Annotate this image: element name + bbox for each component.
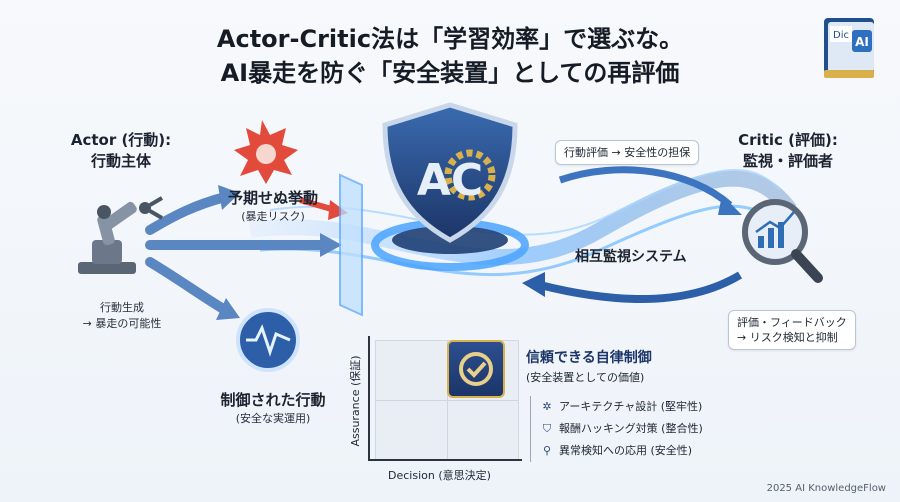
controlled-action-label: 制御された行動 (安全な実運用) bbox=[220, 391, 326, 425]
arrow-to-unexpected bbox=[145, 192, 230, 235]
risk-arrow-head bbox=[328, 200, 348, 220]
trust-title: 信頼できる自律制御 bbox=[526, 350, 652, 366]
explosion-icon bbox=[234, 120, 298, 184]
check-icon bbox=[459, 352, 493, 386]
pulse-icon bbox=[236, 308, 300, 372]
list-item: ⛉報酬ハッキング対策 (整合性) bbox=[539, 418, 703, 440]
arrow-to-critic bbox=[558, 166, 733, 208]
network-icon: ✲ bbox=[542, 400, 552, 413]
chart-x-axis bbox=[368, 459, 522, 461]
actor-title: Actor (行動): 行動主体 bbox=[70, 131, 172, 170]
page-title: Actor-Critic法は「学習効率」で選ぶな。 AI暴走を防ぐ「安全装置」と… bbox=[120, 22, 780, 90]
shield-text: AC bbox=[417, 155, 483, 206]
safety-assurance-pill: 行動評価 → 安全性の担保 bbox=[555, 140, 700, 165]
check-badge-icon bbox=[447, 340, 505, 398]
unexpected-behavior-label: 予期せぬ挙動 (暴走リスク) bbox=[227, 189, 318, 223]
glass-barrier bbox=[339, 173, 363, 317]
shield-icon: AC bbox=[382, 102, 518, 243]
dictionary-book-icon: Dic AI bbox=[824, 18, 874, 78]
feature-list: ✲アーキテクチャ設計 (堅牢性) ⛉報酬ハッキング対策 (整合性) ⚲異常検知へ… bbox=[530, 396, 703, 462]
dic-label: Dic bbox=[833, 30, 849, 41]
feedback-pill: 評価・フィードバック → リスク検知と抑制 bbox=[728, 310, 856, 350]
title-line-2: AI暴走を防ぐ「安全装置」としての再評価 bbox=[220, 59, 680, 87]
risk-arrow bbox=[299, 197, 336, 213]
feedback-arrow-head bbox=[522, 272, 545, 297]
arrow-head-shield bbox=[320, 233, 342, 257]
arrow-head-critic bbox=[718, 195, 742, 215]
chart-y-axis-label: Assurance (保証) bbox=[349, 355, 362, 447]
mutual-monitoring-label: 相互監視システム bbox=[575, 249, 687, 265]
chart-x-axis-label: Decision (意思決定) bbox=[388, 469, 491, 482]
title-line-1: Actor-Critic法は「学習効率」で選ぶな。 bbox=[216, 25, 684, 53]
arrow-head-unexpected bbox=[218, 185, 240, 210]
arrow-head-controlled bbox=[216, 298, 240, 320]
ai-label: AI bbox=[855, 35, 869, 49]
robot-arm-icon bbox=[78, 196, 164, 274]
chart-y-axis bbox=[368, 336, 370, 460]
footer-credit: 2025 AI KnowledgeFlow bbox=[766, 483, 886, 494]
trust-subtitle: (安全装置としての価値) bbox=[526, 371, 645, 384]
magnifier-icon: ⚲ bbox=[542, 444, 552, 457]
magnifier-chart-icon bbox=[742, 199, 823, 283]
trust-section: 信頼できる自律制御 (安全装置としての価値) bbox=[526, 347, 652, 385]
list-item: ✲アーキテクチャ設計 (堅牢性) bbox=[539, 396, 703, 418]
shield-check-icon: ⛉ bbox=[542, 422, 552, 435]
chart-divider-horizontal bbox=[376, 400, 518, 401]
critic-title: Critic (評価): 監視・評価者 bbox=[738, 131, 838, 170]
chart-y-axis-label-wrap: Assurance (保証) bbox=[348, 345, 362, 455]
arrow-to-controlled bbox=[145, 257, 230, 315]
actor-note: 行動生成 → 暴走の可能性 bbox=[82, 301, 162, 330]
list-item: ⚲異常検知への応用 (安全性) bbox=[539, 440, 703, 462]
feedback-arrow bbox=[539, 271, 743, 303]
